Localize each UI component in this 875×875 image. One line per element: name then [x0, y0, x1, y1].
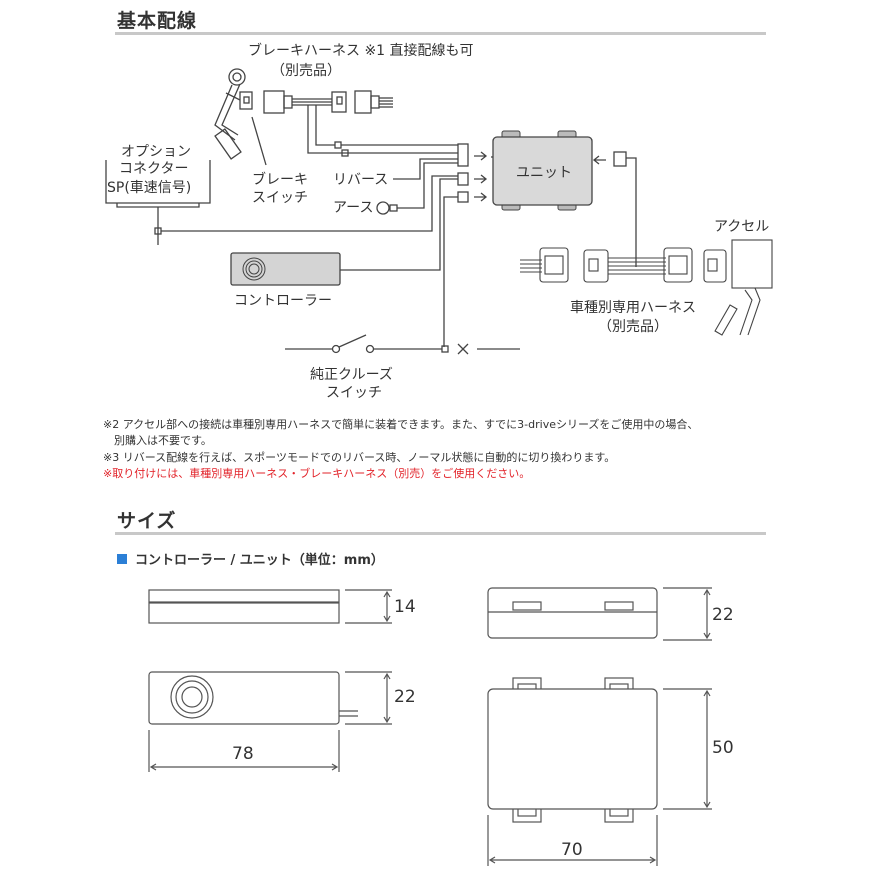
- size-drawings: [148, 587, 712, 866]
- dim-controller-width: 78: [232, 744, 254, 764]
- brake-switch-label-2: スイッチ: [252, 190, 308, 206]
- cut-mark-icon: [457, 343, 469, 355]
- ground-label: アース: [333, 200, 374, 216]
- controller-box: [230, 252, 341, 286]
- accel-pedal-icon: [714, 304, 738, 336]
- unit-label: ユニット: [516, 165, 572, 181]
- section-title-wiring: 基本配線: [117, 10, 198, 32]
- section-divider: [115, 32, 766, 35]
- size-subtitle: コントローラー / ユニット（単位：mm）: [117, 549, 384, 568]
- vehicle-harness-label: 車種別専用ハーネス: [570, 300, 696, 316]
- brake-pedal-pivot-icon: [228, 68, 246, 86]
- section-title-size: サイズ: [117, 510, 177, 532]
- brake-harness-sub-label: （別売品）: [271, 63, 341, 79]
- cruise-switch-label-1: 純正クルーズ: [310, 367, 393, 383]
- accel-box: [731, 239, 773, 289]
- accel-label: アクセル: [714, 219, 770, 235]
- note-install: ※取り付けには、車種別専用ハーネス・ブレーキハーネス（別売）をご使用ください。: [103, 467, 531, 480]
- dim-controller-depth: 22: [394, 687, 416, 707]
- note-3: ※3 リバース配線を行えば、スポーツモードでのリバース時、ノーマル状態に自動的に…: [103, 451, 616, 464]
- size-subtitle-text: コントローラー / ユニット（単位：mm）: [135, 553, 384, 568]
- brake-pedal-arm-icon: [214, 83, 241, 141]
- brake-switch-label-1: ブレーキ: [252, 172, 308, 188]
- option-connector-label-2: コネクター: [119, 161, 189, 177]
- option-connector-label-1: オプション: [121, 144, 191, 160]
- vehicle-harness-sub-label: （別売品）: [598, 319, 668, 335]
- unit-box: [492, 130, 593, 211]
- brake-switch-connector: [239, 91, 253, 110]
- reverse-label: リバース: [333, 172, 389, 188]
- dim-unit-depth: 50: [712, 738, 734, 758]
- dim-controller-height: 14: [394, 597, 416, 617]
- brake-harness-label: ブレーキハーネス ※1 直接配線も可: [248, 43, 474, 59]
- note-2-cont: 別購入は不要です。: [103, 434, 212, 447]
- controller-label: コントローラー: [234, 293, 332, 309]
- section-divider: [115, 532, 766, 535]
- brake-pedal-icon: [214, 128, 242, 160]
- dim-unit-height: 22: [712, 605, 734, 625]
- dim-unit-width: 70: [561, 840, 583, 860]
- bullet-square-icon: [117, 553, 127, 564]
- option-connector-label-3: SP(車速信号): [107, 180, 192, 196]
- note-2: ※2 アクセル部への接続は車種別専用ハーネスで簡単に装着できます。また、すでに3…: [103, 418, 699, 431]
- cruise-switch-label-2: スイッチ: [326, 385, 382, 401]
